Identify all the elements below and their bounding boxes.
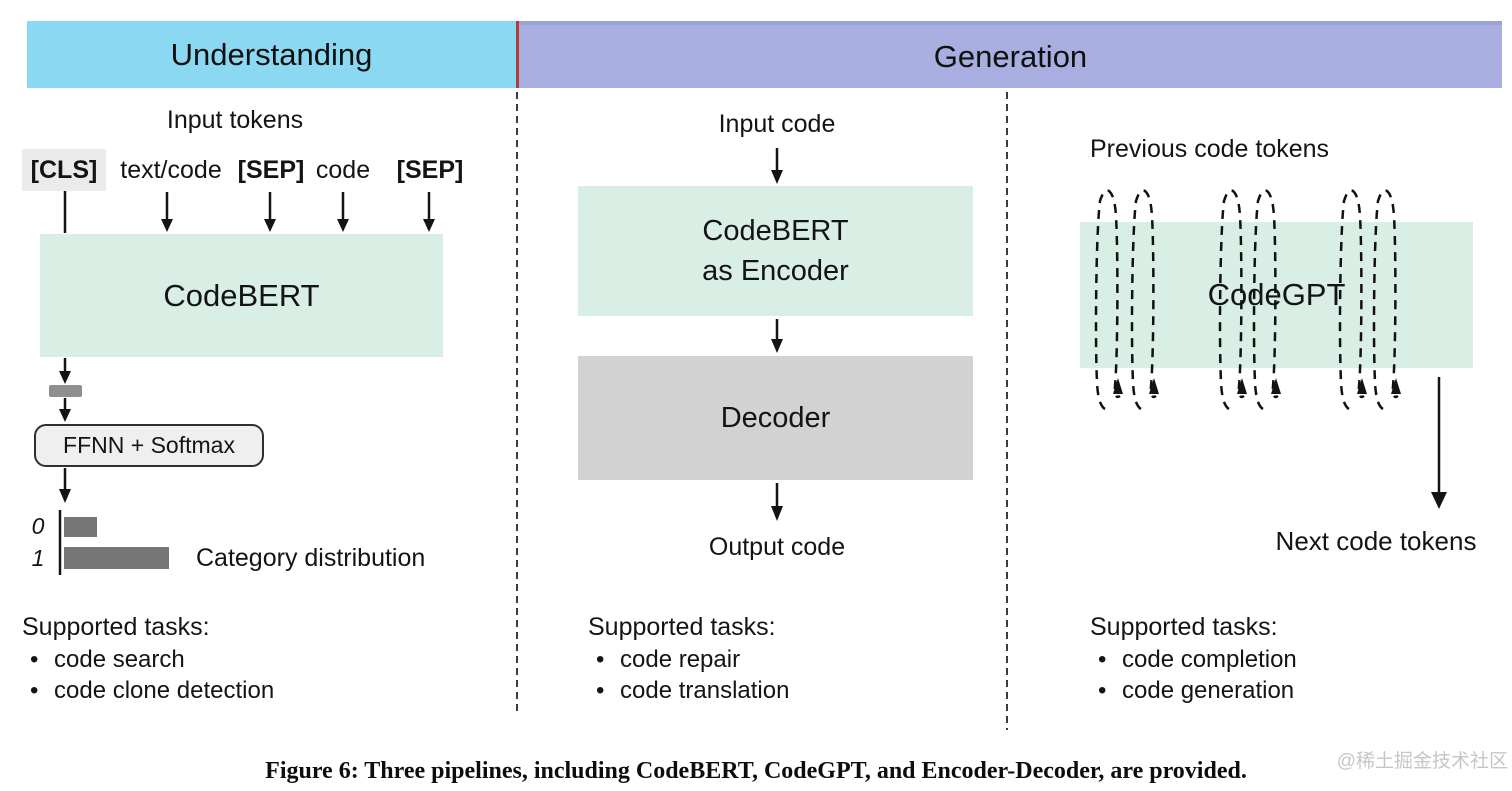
middle-tasks-title: Supported tasks: (588, 613, 776, 641)
generation-label: Generation (933, 38, 1088, 74)
loop-up-arrowhead (1149, 378, 1159, 394)
token-code: code (315, 155, 371, 184)
token-sep-1: [SEP] (237, 155, 305, 184)
token-sep-2: [SEP] (396, 155, 464, 184)
bullet-icon: • (596, 677, 605, 704)
arrow-codegpt-to-next-tokens (1431, 377, 1447, 509)
next-code-tokens-label: Next code tokens (1275, 526, 1477, 556)
arrow-embedding-to-ffnn (59, 398, 71, 422)
right-task-item-1: • code completion (1090, 646, 1430, 674)
arrow-sep2-to-codebert (423, 192, 435, 232)
middle-task-1-label: code repair (620, 646, 741, 673)
codebert-box: CodeBERT (40, 234, 443, 357)
bar-label-1: 1 (31, 545, 45, 571)
codegpt-label: CodeGPT (1207, 277, 1346, 312)
output-code-label: Output code (708, 533, 846, 561)
right-tasks-title: Supported tasks: (1090, 613, 1278, 641)
bullet-icon: • (596, 646, 605, 673)
arrow-textcode-to-codebert (161, 192, 173, 232)
arrow-input-to-encoder (771, 148, 783, 184)
middle-task-item-2: • code translation (588, 677, 928, 705)
left-task-item-2: • code clone detection (22, 677, 382, 705)
ffnn-softmax-box: FFNN + Softmax (34, 424, 264, 467)
previous-code-tokens-label: Previous code tokens (1090, 135, 1330, 163)
encoder-label-line1: CodeBERT (702, 215, 849, 247)
decoder-label: Decoder (720, 401, 831, 434)
loop-up-arrowhead (1271, 378, 1281, 394)
left-task-1-label: code search (54, 646, 185, 673)
arrow-code-to-codebert (337, 192, 349, 232)
right-task-2-label: code generation (1122, 677, 1295, 704)
right-task-item-2: • code generation (1090, 677, 1430, 705)
loop-up-arrowhead (1113, 378, 1123, 394)
codebert-label: CodeBERT (163, 277, 320, 313)
cls-embedding-rect (49, 385, 82, 397)
chart-bar-0 (64, 517, 97, 537)
decoder-box: Decoder (578, 356, 973, 480)
arrow-encoder-to-decoder (771, 319, 783, 353)
header-divider-line (516, 21, 519, 88)
understanding-label: Understanding (170, 36, 373, 72)
figure-caption: Figure 6: Three pipelines, including Cod… (265, 758, 1247, 784)
bar-label-0: 0 (31, 513, 45, 539)
middle-task-2-label: code translation (620, 677, 790, 704)
input-tokens-label: Input tokens (166, 106, 304, 134)
left-task-item-1: • code search (22, 646, 342, 674)
understanding-header-bar: Understanding (27, 21, 516, 88)
bullet-icon: • (30, 646, 39, 673)
left-task-2-label: code clone detection (54, 677, 275, 704)
token-text-code: text/code (120, 155, 222, 184)
middle-task-item-1: • code repair (588, 646, 908, 674)
right-task-1-label: code completion (1122, 646, 1297, 673)
token-cls: [CLS] (22, 149, 106, 191)
bullet-icon: • (1098, 646, 1107, 673)
arrow-decoder-to-output (771, 483, 783, 521)
loop-up-arrowhead (1357, 378, 1367, 394)
left-tasks-title: Supported tasks: (22, 613, 210, 641)
input-code-label: Input code (718, 110, 836, 138)
loop-up-arrowhead (1237, 378, 1247, 394)
encoder-label-line2: as Encoder (702, 255, 849, 287)
chart-bar-1 (64, 547, 169, 569)
arrow-sep1-to-codebert (264, 192, 276, 232)
bullet-icon: • (1098, 677, 1107, 704)
generation-header-bar: Generation (519, 21, 1502, 88)
ffnn-softmax-label: FFNN + Softmax (63, 432, 235, 458)
arrow-ffnn-to-chart (59, 468, 71, 503)
loop-up-arrowhead (1391, 378, 1401, 394)
codegpt-box: CodeGPT (1080, 222, 1473, 368)
category-distribution-label: Category distribution (196, 544, 426, 572)
bullet-icon: • (30, 677, 39, 704)
codebert-encoder-box: CodeBERT as Encoder (578, 186, 973, 316)
watermark-text: @稀土掘金技术社区 (1336, 751, 1508, 772)
arrow-codebert-to-embedding (59, 358, 71, 384)
